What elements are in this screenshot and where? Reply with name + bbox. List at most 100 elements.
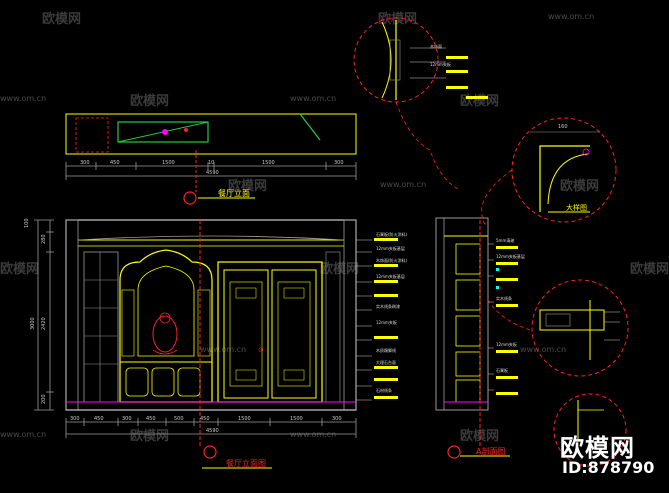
annot-12: 实木线条 bbox=[496, 295, 512, 301]
niche-decor-head bbox=[159, 312, 171, 324]
footer-brand-logo: 欧模网 bbox=[560, 434, 635, 462]
annot-11: 12mm夹板基层 bbox=[496, 253, 525, 259]
niche-decor-figure bbox=[152, 315, 178, 353]
detail-1-block bbox=[389, 39, 401, 81]
bottom-dim-ticks bbox=[65, 418, 357, 438]
watermark-url-7: www.om.cn bbox=[0, 430, 47, 439]
side-section-title: A剖面图 bbox=[476, 446, 505, 456]
top-dim-seg-5: 1500 bbox=[262, 160, 275, 166]
annotation-highlight-bars bbox=[374, 56, 518, 399]
niche-left-column bbox=[121, 289, 135, 357]
detail-1-leaders bbox=[410, 47, 446, 79]
detail-circle-2 bbox=[511, 117, 617, 223]
watermark-url-5: www.om.cn bbox=[200, 345, 247, 354]
annot-1: 石膏板(防火涂料) bbox=[376, 231, 408, 237]
detail-circle-3 bbox=[531, 279, 629, 377]
left-dim-2: 280 bbox=[41, 234, 47, 244]
top-dim-seg-6: 300 bbox=[334, 160, 344, 166]
watermark-brand-7: 欧模网 bbox=[0, 262, 40, 277]
main-annotation-leaders bbox=[356, 239, 372, 401]
top-dim-seg-2: 450 bbox=[110, 160, 120, 166]
left-dim-ticks bbox=[34, 219, 54, 411]
top-plan-view: 300 450 1500 10 1500 300 4590 餐厅立面 bbox=[65, 113, 357, 205]
arched-niche-inner bbox=[137, 265, 195, 357]
bottom-dim-total: 4590 bbox=[206, 428, 219, 434]
side-shelves bbox=[455, 243, 481, 403]
bottom-dim-5: 500 bbox=[174, 416, 184, 422]
top-plan-outline bbox=[65, 113, 357, 155]
top-dim-seg-4: 10 bbox=[208, 160, 214, 166]
right-pilaster bbox=[325, 251, 341, 403]
detail-2-callout bbox=[481, 169, 513, 227]
door-left-panel bbox=[229, 281, 263, 387]
side-title-bubble bbox=[447, 445, 461, 459]
footer-brand-id: ID:878790 bbox=[562, 458, 655, 477]
top-plan-marker bbox=[162, 129, 168, 135]
annot-8: 大理石台面 bbox=[376, 359, 396, 365]
top-dim-ticks bbox=[65, 162, 357, 180]
main-right-wall bbox=[343, 219, 357, 411]
detail-3-inner bbox=[545, 313, 571, 327]
annotation-leaders: 石膏板(防火涂料) 12mm夹板基层 木饰面(防火涂料) 12mm夹板基层 实木… bbox=[356, 43, 525, 401]
detail-circle-top bbox=[353, 17, 461, 191]
watermark-brand-9: 欧模网 bbox=[630, 262, 669, 277]
top-dim-labels: 300 450 1500 10 1500 300 4590 bbox=[80, 160, 344, 176]
left-dim-3: 2420 bbox=[41, 317, 47, 330]
top-dim-seg-1: 300 bbox=[80, 160, 90, 166]
niche-decor-base bbox=[152, 349, 178, 355]
watermark-url-3: www.om.cn bbox=[0, 94, 47, 103]
top-title-bubble bbox=[183, 191, 197, 205]
left-shelf-lines bbox=[84, 252, 118, 402]
side-section: A剖面图 bbox=[435, 217, 510, 459]
watermark-brand-2: 欧模网 bbox=[378, 12, 418, 27]
bottom-dim-3: 300 bbox=[122, 416, 132, 422]
bottom-dim-labels: 300 450 300 450 500 450 1500 1500 300 45… bbox=[70, 416, 342, 434]
main-elevation-frame bbox=[65, 219, 357, 411]
main-left-wall bbox=[65, 219, 79, 411]
detail-2-corner bbox=[539, 145, 590, 212]
detail-circle-4 bbox=[553, 393, 627, 467]
annot-2: 12mm夹板基层 bbox=[376, 245, 405, 251]
main-annotation-texts: 石膏板(防火涂料) 12mm夹板基层 木饰面(防火涂料) 12mm夹板基层 实木… bbox=[376, 231, 408, 393]
detail-2-dim-label: 160 bbox=[558, 124, 568, 130]
left-dim-labels: 100 280 2420 3000 200 bbox=[24, 218, 47, 404]
top-dim-seg-3: 1500 bbox=[162, 160, 175, 166]
detail-2-curve bbox=[547, 153, 589, 205]
side-wall bbox=[435, 217, 445, 411]
bottom-dim-8: 1500 bbox=[290, 416, 303, 422]
bottom-dim-4: 450 bbox=[146, 416, 156, 422]
annot-7: 木质踢脚线 bbox=[376, 347, 396, 353]
door-ornaments bbox=[235, 287, 305, 381]
annot-3: 木饰面(防火涂料) bbox=[376, 257, 408, 263]
annot-4: 12mm夹板基层 bbox=[376, 273, 405, 279]
watermark-url-8: www.om.cn bbox=[290, 430, 337, 439]
detail-circle-right-mid bbox=[487, 279, 629, 377]
detail-1-profile bbox=[381, 21, 392, 99]
detail-2-title: 大样图 bbox=[566, 203, 587, 212]
detail-2-node bbox=[582, 148, 590, 156]
watermark-brand-5: 欧模网 bbox=[228, 179, 268, 194]
top-plan-marker-2 bbox=[184, 128, 188, 132]
detail-circle-right-top: 160 大样图 bbox=[481, 117, 617, 227]
watermark-brand-8: 欧模网 bbox=[320, 262, 360, 277]
top-plan-left-cabinet bbox=[75, 117, 109, 153]
cyan-markers bbox=[496, 268, 499, 289]
side-annotation-leaders bbox=[488, 243, 494, 391]
watermark-url-1: www.om.cn bbox=[548, 12, 595, 21]
watermark-brand-1: 欧模网 bbox=[42, 12, 82, 27]
detail-3-beam bbox=[539, 309, 605, 331]
side-annotation-texts: 5mm清玻 12mm夹板基层 实木线条 12mm夹板 石膏板 bbox=[496, 237, 525, 373]
top-plan-title: 餐厅立面 bbox=[218, 188, 250, 198]
left-dim-1: 100 bbox=[24, 218, 30, 228]
annot-9: 石材线条 bbox=[376, 387, 392, 393]
main-elevation: ⊙ 100 280 2420 3000 200 bbox=[24, 218, 357, 469]
bottom-dim-9: 300 bbox=[332, 416, 342, 422]
bottom-dim-6: 450 bbox=[200, 416, 210, 422]
left-dim-5: 200 bbox=[41, 394, 47, 404]
detail-circle-bottom bbox=[553, 393, 627, 467]
door-right bbox=[271, 269, 317, 399]
watermark-brand-10: 欧模网 bbox=[130, 429, 170, 444]
main-title-bubble bbox=[203, 445, 217, 459]
